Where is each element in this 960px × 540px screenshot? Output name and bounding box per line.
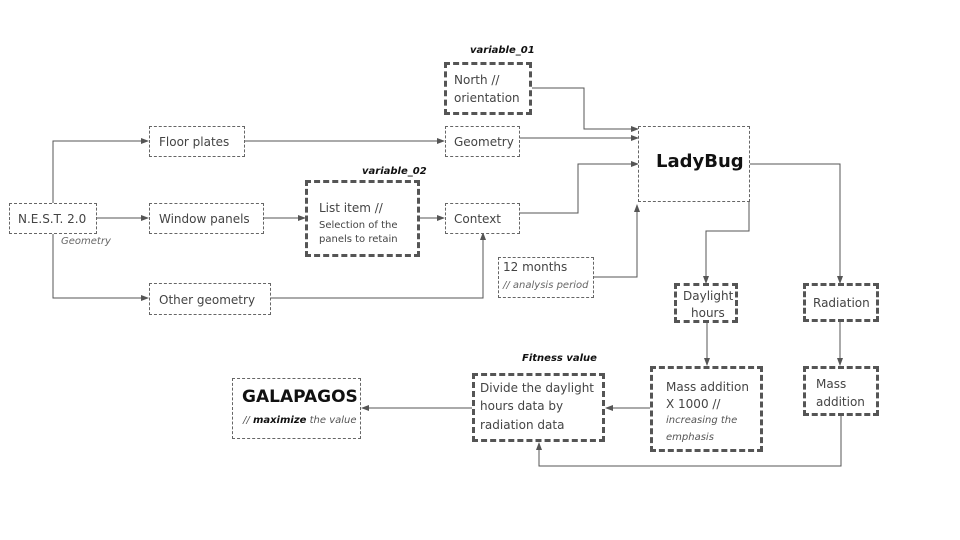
mass-x1000-node[interactable]: Mass addition X 1000 // increasing the e… [650, 366, 763, 452]
mass-x1000-line1: Mass addition [666, 380, 749, 394]
divide-line2: hours data by [480, 399, 564, 413]
analysis-period-node[interactable]: 12 months // analysis period [498, 257, 594, 298]
window-panels-label: Window panels [159, 212, 250, 226]
arrow-other-context [271, 232, 486, 299]
mass-addition-node[interactable]: Mass addition [803, 366, 879, 416]
galapagos-subtitle: // maximize the value [243, 414, 357, 428]
daylight-line2: hours [691, 306, 725, 320]
months-line2: // analysis period [503, 280, 589, 291]
floor-plates-node[interactable]: Floor plates [149, 126, 245, 157]
galapagos-emph: maximize [252, 415, 307, 426]
list-item-title: List item // [319, 201, 383, 215]
geometry-label: Geometry [454, 135, 514, 149]
other-geometry-node[interactable]: Other geometry [149, 283, 271, 315]
list-item-line3: panels to retain [319, 234, 398, 245]
arrow-ladybug-daylight [750, 163, 843, 284]
arrow-context-ladybug [520, 161, 639, 214]
mass-addition-line1: Mass [816, 377, 847, 391]
geometry-node[interactable]: Geometry [445, 126, 520, 157]
list-item-line2: Selection of the [319, 220, 398, 231]
arrow-nest-floor [52, 138, 149, 205]
radiation-label: Radiation [813, 296, 870, 310]
galapagos-node[interactable]: GALAPAGOS // maximize the value [232, 378, 361, 439]
context-node[interactable]: Context [445, 203, 520, 234]
arrow-massaddition-divide [536, 415, 842, 467]
window-panels-node[interactable]: Window panels [149, 203, 264, 234]
floor-plates-label: Floor plates [159, 135, 230, 149]
daylight-line1: Daylight [683, 289, 734, 303]
radiation-node[interactable]: Radiation [803, 283, 879, 322]
daylight-hours-node[interactable]: Daylight hours [674, 283, 738, 323]
ladybug-node[interactable]: LadyBug [638, 126, 750, 202]
mass-x1000-line2: X 1000 // [666, 397, 721, 411]
other-geometry-label: Other geometry [159, 293, 256, 307]
galapagos-prefix: // [243, 415, 250, 426]
divide-node[interactable]: Divide the daylight hours data by radiat… [472, 373, 605, 442]
nest-node[interactable]: N.E.S.T. 2.0 [9, 203, 97, 234]
divide-line3: radiation data [480, 418, 565, 432]
galapagos-title: GALAPAGOS [242, 387, 358, 407]
context-label: Context [454, 212, 502, 226]
arrow-ladybug-radiation [703, 200, 750, 284]
north-line2: orientation [454, 91, 520, 105]
arrow-nest-other [52, 234, 149, 301]
months-line1: 12 months [503, 260, 568, 274]
mass-addition-line2: addition [816, 395, 865, 409]
north-line1: North // [454, 73, 500, 87]
arrow-months-ladybug [594, 204, 640, 278]
variable-02-tag: variable_02 [362, 166, 427, 177]
list-item-node[interactable]: List item // Selection of the panels to … [305, 180, 420, 257]
arrow-north-ladybug [532, 87, 639, 132]
ladybug-label: LadyBug [656, 151, 744, 172]
mass-x1000-line3: increasing the [666, 415, 738, 426]
nest-label: N.E.S.T. 2.0 [18, 212, 87, 226]
variable-01-tag: variable_01 [470, 45, 535, 56]
fitness-value-tag: Fitness value [522, 353, 597, 364]
north-orientation-node[interactable]: North // orientation [444, 62, 532, 115]
galapagos-suffix: the value [309, 415, 357, 426]
mass-x1000-line4: emphasis [666, 432, 714, 443]
divide-line1: Divide the daylight [480, 381, 594, 395]
nest-caption: Geometry [61, 236, 111, 247]
